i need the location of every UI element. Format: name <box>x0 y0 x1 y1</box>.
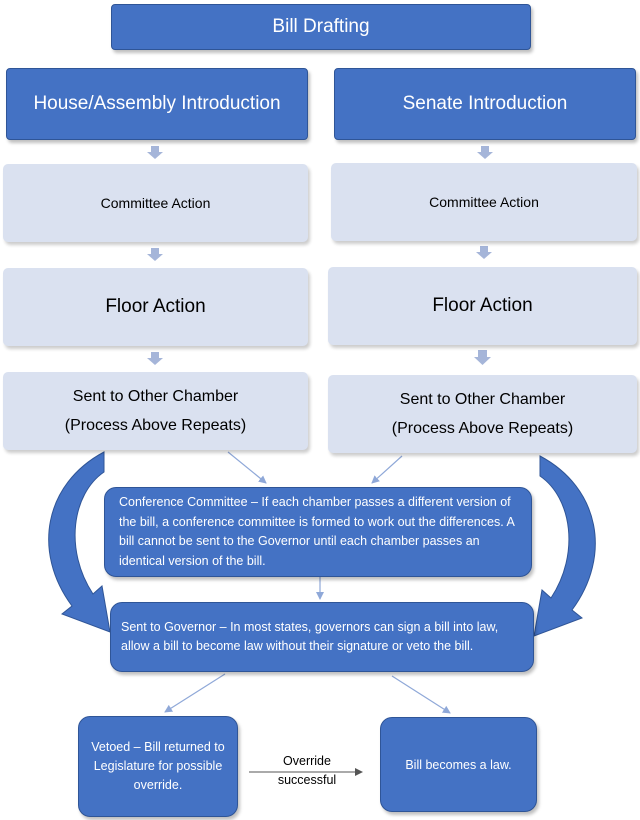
down-arrow-icon <box>147 352 163 365</box>
curved-arrow-right <box>533 455 596 637</box>
override-label-line2: successful <box>277 773 337 787</box>
down-arrow-icon <box>147 146 163 159</box>
vetoed-text: Vetoed – Bill returned to Legislature fo… <box>91 740 225 792</box>
house-committee-action-box: Committee Action <box>3 164 308 242</box>
house-introduction-box: House/Assembly Introduction <box>6 68 308 140</box>
house-committee-action-label: Committee Action <box>100 195 211 211</box>
house-floor-action-box: Floor Action <box>3 268 308 346</box>
senate-introduction-box: Senate Introduction <box>334 68 636 140</box>
down-arrow-icon <box>476 246 492 259</box>
down-arrow-icon <box>147 248 163 261</box>
sent-to-governor-box: Sent to Governor – In most states, gover… <box>110 602 534 672</box>
house-sent-to-other-chamber-box: Sent to Other Chamber (Process Above Rep… <box>3 372 308 450</box>
conference-committee-text: Conference Committee – If each chamber p… <box>119 495 515 568</box>
connector-house-to-conference <box>227 451 267 484</box>
connector-senate-to-conference <box>371 455 403 484</box>
senate-committee-action-box: Committee Action <box>331 163 637 241</box>
bill-drafting-box: Bill Drafting <box>111 4 531 50</box>
house-floor-action-label: Floor Action <box>105 296 206 317</box>
senate-sent-label: Sent to Other Chamber <box>399 391 566 408</box>
house-introduction-label: House/Assembly Introduction <box>33 93 281 114</box>
connector-governor-to-law <box>391 675 451 714</box>
vetoed-box: Vetoed – Bill returned to Legislature fo… <box>78 716 238 817</box>
sent-to-governor-text: Sent to Governor – In most states, gover… <box>121 619 499 654</box>
bill-becomes-law-box: Bill becomes a law. <box>380 717 537 812</box>
senate-floor-action-box: Floor Action <box>328 267 637 345</box>
conference-committee-box: Conference Committee – If each chamber p… <box>104 487 532 577</box>
senate-process-repeats-label: (Process Above Repeats) <box>391 420 574 437</box>
curved-arrow-left <box>48 451 111 633</box>
connector-governor-to-vetoed <box>164 673 226 713</box>
senate-committee-action-label: Committee Action <box>429 194 539 210</box>
house-sent-label: Sent to Other Chamber <box>72 388 239 405</box>
override-label-line1: Override <box>283 754 331 768</box>
override-successful-label: Override successful <box>262 752 352 790</box>
down-arrow-icon <box>477 146 493 159</box>
house-process-repeats-label: (Process Above Repeats) <box>64 417 247 434</box>
senate-introduction-label: Senate Introduction <box>402 93 568 114</box>
bill-becomes-law-text: Bill becomes a law. <box>405 757 512 772</box>
bill-drafting-label: Bill Drafting <box>272 16 370 37</box>
senate-sent-to-other-chamber-box: Sent to Other Chamber (Process Above Rep… <box>328 375 637 453</box>
down-arrow-icon <box>474 350 491 365</box>
senate-floor-action-label: Floor Action <box>432 295 533 316</box>
